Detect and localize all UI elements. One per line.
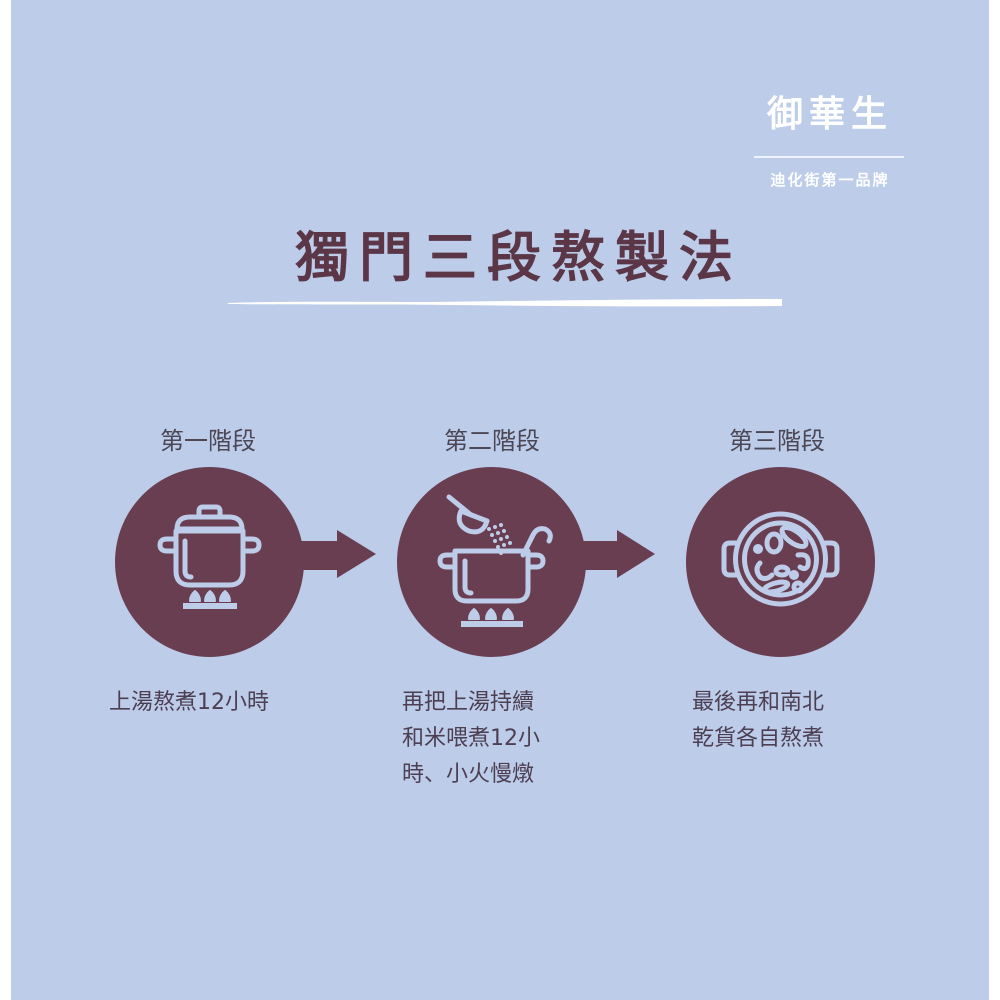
- stage-1-label: 第一階段: [160, 427, 256, 455]
- infographic-canvas: 御華生 迪化街第一品牌 獨門三段熬製法 第一階段 第二: [11, 0, 989, 1000]
- stage-2-label: 第二階段: [444, 427, 540, 455]
- stage-2-description: 再把上湯持續 和米喂煮12小 時、小火慢燉: [402, 690, 540, 787]
- pot-with-seasoning-icon: [437, 494, 553, 627]
- stage-3-label: 第三階段: [729, 427, 825, 455]
- stage-1-circle: [115, 467, 304, 657]
- stage-1-description: 上湯熬煮12小時: [109, 690, 269, 715]
- arrow-right-icon: [582, 530, 655, 578]
- stage-2-circle: [397, 467, 586, 657]
- stage-3-description: 最後再和南北 乾貨各自熬煮: [692, 690, 825, 751]
- title-brush-underline: [228, 299, 782, 307]
- brand-name: 御華生: [766, 93, 893, 135]
- brand-divider: [754, 156, 904, 158]
- pot-on-stove-icon: [157, 504, 262, 609]
- arrow-right-icon: [300, 530, 376, 578]
- brand-tagline: 迪化街第一品牌: [770, 171, 890, 189]
- page-title: 獨門三段熬製法: [295, 225, 743, 289]
- hotpot-bowl-icon: [721, 511, 840, 607]
- stage-3-circle: [686, 467, 875, 657]
